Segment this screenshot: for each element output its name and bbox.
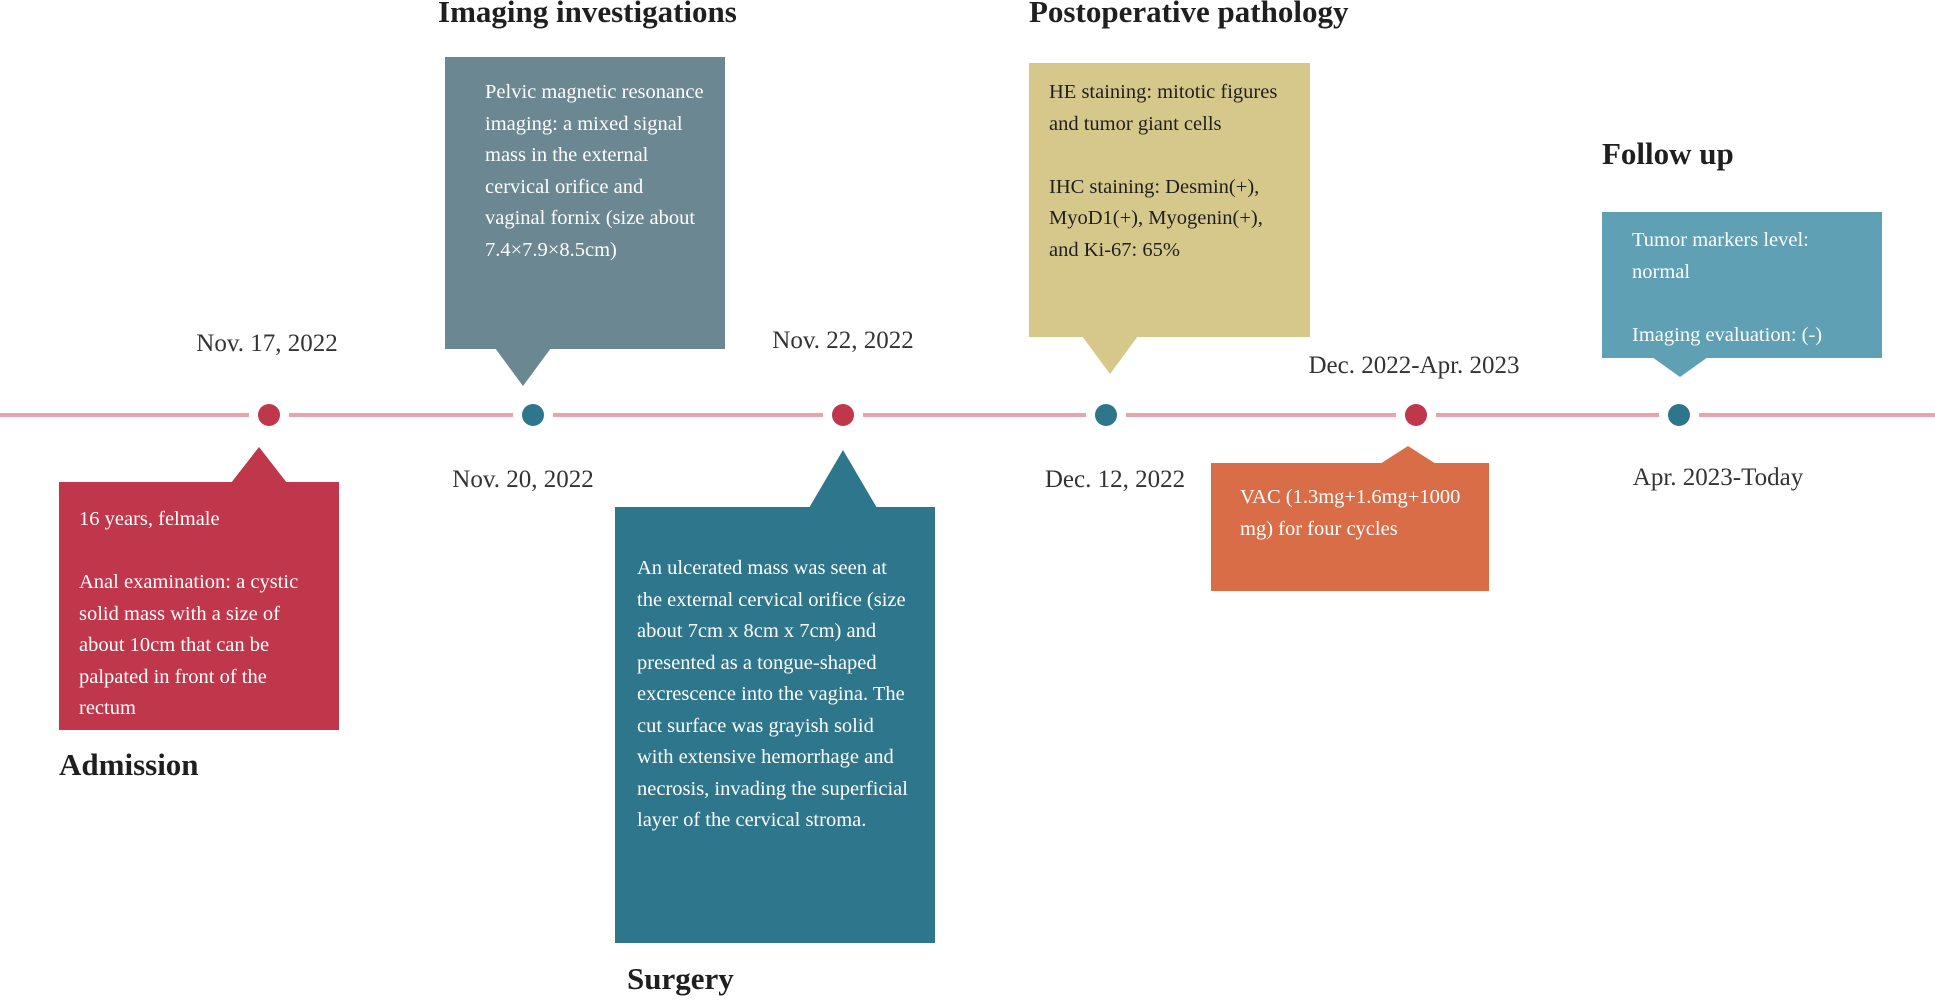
event-date-pathology: Dec. 12, 2022 [1044,466,1186,493]
event-date-followup: Apr. 2023-Today [1632,464,1804,491]
event-card-pathology: HE staining: mitotic figures and tumor g… [1029,63,1310,337]
event-card-chemo: VAC (1.3mg+1.6mg+1000 mg) for four cycle… [1211,463,1489,591]
event-date-admission: Nov. 17, 2022 [196,330,338,357]
timeline-dot-admission [258,404,280,426]
event-card-text: Pelvic magnetic resonance imaging: a mix… [485,81,704,261]
event-card-pointer-chemo [1380,446,1436,464]
event-card-pointer-followup [1652,357,1708,377]
timeline-dot-chemo [1405,404,1427,426]
event-card-text: HE staining: mitotic figures and tumor g… [1049,81,1278,135]
event-date-chemo: Dec. 2022-Apr. 2023 [1308,352,1520,379]
event-heading-surgery: Surgery [627,961,734,996]
event-heading-pathology: Postoperative pathology [1029,0,1349,29]
event-heading-admission: Admission [59,747,199,782]
event-card-pointer-pathology [1082,336,1138,374]
event-heading-imaging: Imaging investigations [438,0,737,29]
event-card-text: Anal examination: a cystic solid mass wi… [79,571,299,719]
event-card-text: Imaging evaluation: (-) [1632,323,1823,346]
event-card-imaging: Pelvic magnetic resonance imaging: a mix… [445,57,725,349]
event-card-pointer-admission [231,447,287,483]
timeline-dot-pathology [1095,404,1117,426]
timeline-dot-followup [1668,404,1690,426]
event-card-text: An ulcerated mass was seen at the extern… [637,557,908,831]
event-card-surgery: An ulcerated mass was seen at the extern… [615,507,935,943]
event-date-imaging: Nov. 20, 2022 [452,466,594,493]
event-heading-followup: Follow up [1602,136,1734,171]
event-card-text: VAC (1.3mg+1.6mg+1000 mg) for four cycle… [1240,486,1461,540]
timeline-dot-imaging [522,404,544,426]
event-card-pointer-imaging [495,348,551,386]
event-date-surgery: Nov. 22, 2022 [772,327,914,354]
event-card-pointer-surgery [809,450,877,508]
event-card-text: 16 years, felmale [79,508,220,530]
timeline-dot-surgery [832,404,854,426]
event-card-text: IHC staining: Desmin(+), MyoD1(+), Myoge… [1049,175,1263,261]
event-card-text: Tumor markers level: normal [1632,229,1809,283]
